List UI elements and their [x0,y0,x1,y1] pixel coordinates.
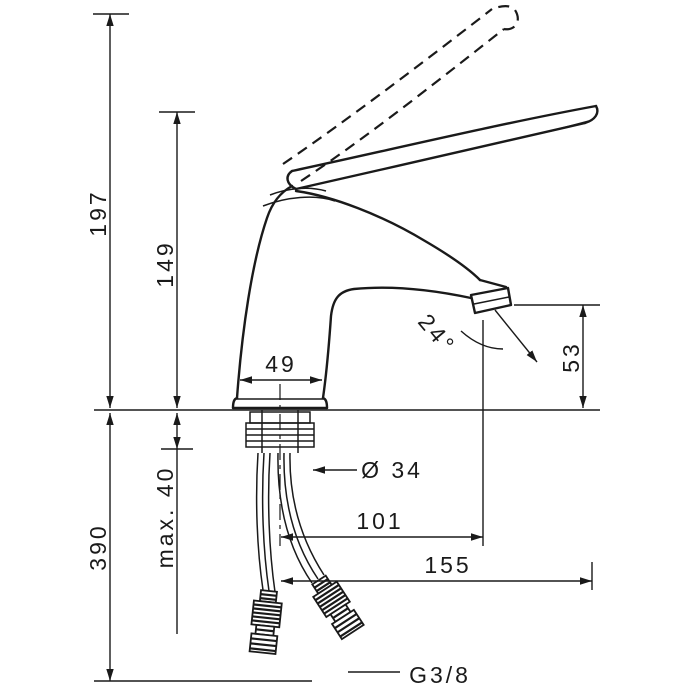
faucet-body [231,184,513,410]
connection-nut-left [248,589,283,656]
dim-total-height: 197 [85,13,129,408]
spout-top-contour [294,189,482,282]
dim-overall-depth: 155 [281,552,593,590]
spray-angle-label: 24° [413,309,461,359]
shank-diameter-label: Ø 34 [361,457,423,483]
dim-hose-length: 390 [85,413,312,682]
max-mounting-thickness-label: max. 40 [152,466,178,569]
supply-hoses [255,452,325,593]
hose-length-label: 390 [85,523,111,570]
dim-spout-reach: 101 [281,320,484,546]
overall-depth-label: 155 [424,552,471,578]
body-right-contour [321,286,473,400]
raised-lever-dashed [282,5,519,182]
connection-thread-label: G3/8 [409,662,471,688]
height-to-lever-label: 149 [152,240,178,287]
cartridge-joint-line [262,196,336,207]
dim-shank-diameter: Ø 34 [313,457,423,483]
total-height-label: 197 [85,189,111,236]
dim-height-to-lever: 149 [152,111,195,408]
spout-reach-label: 101 [356,508,403,534]
handle-lever [286,104,599,191]
outlet-height-label: 53 [558,341,584,373]
aerator [469,278,513,315]
body-width-label: 49 [265,351,297,377]
dim-body-width: 49 [240,351,322,384]
dim-spray-angle: 24° [413,309,538,363]
dim-outlet-height: 53 [514,304,600,408]
dim-connection-thread: G3/8 [348,662,471,688]
connection-nut-right [311,574,365,641]
body-left-contour [235,184,294,400]
clamp-nut [245,422,315,448]
dim-max-mounting-thickness: max. 40 [152,413,193,634]
